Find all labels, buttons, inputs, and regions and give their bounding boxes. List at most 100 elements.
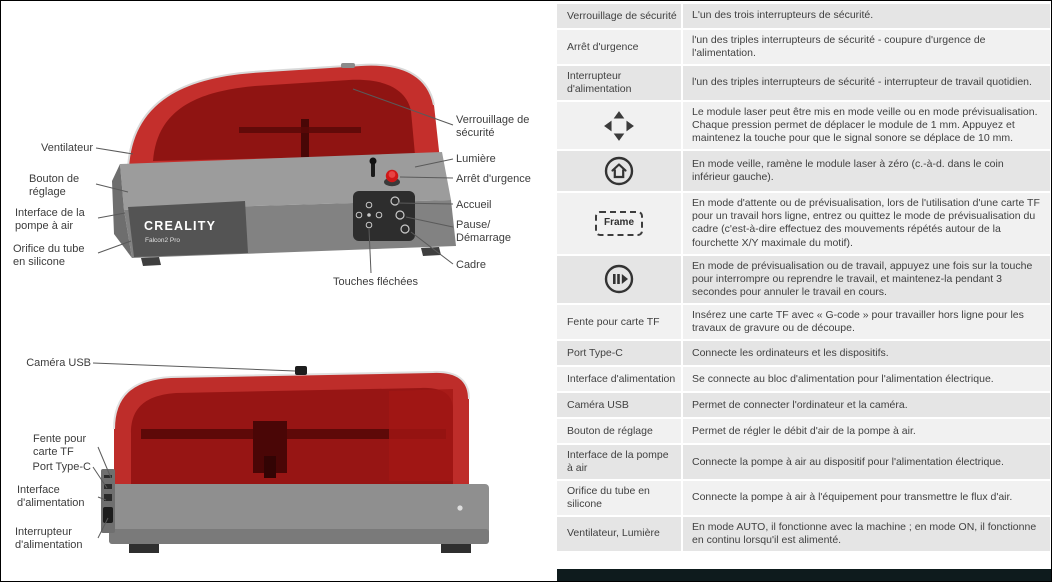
side-ports [101,469,115,533]
callout-label-fente-tf: Fente pour carte TF [33,433,87,459]
term-cell: Bouton de réglage [557,419,681,444]
desc-text: l'un des triples interrupteurs de sécuri… [692,76,1032,89]
table-row: Frame En mode d'attente ou de prévisuali… [557,193,1050,254]
table-row: Interface d'alimentation Se connecte au … [557,367,1050,392]
term-cell [557,151,681,192]
term-label: Interface de la pompe à air [567,449,669,475]
callout-label-pause-demarrage: Pause/ Démarrage [456,219,512,245]
spec-table: Verrouillage de sécurité L'un des trois … [557,4,1050,553]
callout-label-accueil: Accueil [456,199,492,211]
footer-bar [557,569,1051,581]
term-cell: Port Type-C [557,341,681,366]
term-cell: Frame [557,193,681,254]
term-label: Arrêt d'urgence [567,40,639,53]
desc-text: Connecte la pompe à air à l'équipement p… [692,491,1013,504]
table-row: Arrêt d'urgence l'un des triples interru… [557,30,1050,65]
desc-text: En mode d'attente ou de prévisualisation… [692,197,1040,249]
callout-label-touches-flechees: Touches fléchées [333,276,418,288]
term-label: Caméra USB [567,398,629,411]
term-cell: Interrupteur d'alimentation [557,66,681,100]
callout-lines [92,88,454,539]
desc-text: L'un des trois interrupteurs de sécurité… [692,9,874,22]
safety-lock-knob [369,157,377,177]
desc-cell: l'un des triples interrupteurs de sécuri… [683,66,1050,100]
callout-label-bouton-reglage: Bouton de réglage [29,173,80,199]
term-cell: Verrouillage de sécurité [557,4,681,28]
desc-cell: Connecte la pompe à air au dispositif po… [683,445,1050,479]
spec-panel: Verrouillage de sécurité L'un des trois … [557,1,1051,581]
arrow-keys-icon [604,110,634,141]
desc-text: l'un des triples interrupteurs de sécuri… [692,34,986,60]
term-cell: Fente pour carte TF [557,305,681,340]
term-cell [557,101,681,150]
desc-text: Se connecte au bloc d'alimentation pour … [692,372,994,385]
table-row: Le module laser peut être mis en mode ve… [557,101,1050,150]
table-row: En mode de prévisualisation ou de travai… [557,255,1050,304]
callout-label-ventilateur: Ventilateur [41,142,93,154]
table-row: Interface de la pompe à air Connecte la … [557,445,1050,479]
callout-label-port-typec: Port Type-C [32,461,92,473]
callout-label-interrupteur-alim: Interrupteur d'alimentation [15,526,83,552]
desc-cell: Connecte la pompe à air à l'équipement p… [683,480,1050,515]
machine-illustrations: CREALITY Falcon2 Pro [92,63,489,553]
callout-label-orifice-tube: Orifice du tube en silicone [13,243,85,269]
desc-cell: Permet de régler le débit d'air de la po… [683,419,1050,444]
table-row: Interrupteur d'alimentation l'un des tri… [557,66,1050,100]
term-label: Ventilateur, Lumière [567,527,660,540]
pause-play-icon [604,265,634,294]
desc-text: Permet de connecter l'ordinateur et la c… [692,398,908,411]
control-panel [353,191,415,241]
home-icon [604,157,634,186]
term-label: Bouton de réglage [567,424,653,437]
callout-label-interface-alim: Interface d'alimentation [17,484,85,510]
frame-icon-label: Frame [603,217,634,229]
table-row: Verrouillage de sécurité L'un des trois … [557,4,1050,28]
callout-label-interface-pompe: Interface de la pompe à air [15,207,85,233]
desc-cell: L'un des trois interrupteurs de sécurité… [683,4,1050,28]
desc-cell: En mode AUTO, il fonctionne avec la mach… [683,516,1050,551]
table-row: Bouton de réglage Permet de régler le dé… [557,419,1050,444]
machine-top-illustration: CREALITY Falcon2 Pro [112,63,456,266]
term-cell: Interface de la pompe à air [557,445,681,479]
machine-bottom-illustration [101,366,489,553]
term-cell: Orifice du tube en silicone [557,480,681,515]
desc-cell: Insérez une carte TF avec « G-code » pou… [683,305,1050,340]
desc-cell: En mode de prévisualisation ou de travai… [683,255,1050,304]
term-label: Orifice du tube en silicone [567,484,650,510]
table-row: Caméra USB Permet de connecter l'ordinat… [557,393,1050,418]
term-label: Interface d'alimentation [567,372,676,385]
brand-logo: CREALITY [144,219,216,233]
callout-label-verrouillage: Verrouillage de sécurité [456,114,530,140]
diagram-panel: CREALITY Falcon2 Pro [1,1,557,581]
model-label: Falcon2 Pro [145,237,180,244]
callout-label-lumiere: Lumière [456,153,496,165]
term-cell [557,255,681,304]
table-row: Fente pour carte TF Insérez une carte TF… [557,305,1050,340]
desc-cell: En mode d'attente ou de prévisualisation… [683,193,1050,254]
desc-text: Insérez une carte TF avec « G-code » pou… [692,309,1024,335]
desc-text: Connecte les ordinateurs et les disposit… [692,346,889,359]
term-cell: Caméra USB [557,393,681,418]
desc-text: Permet de régler le débit d'air de la po… [692,424,916,437]
emergency-stop-button [384,169,400,187]
desc-text: Le module laser peut être mis en mode ve… [692,105,1038,145]
table-row: Ventilateur, Lumière En mode AUTO, il fo… [557,516,1050,551]
usb-camera [295,366,307,375]
term-cell: Interface d'alimentation [557,367,681,392]
term-label: Interrupteur d'alimentation [567,70,632,96]
term-cell: Ventilateur, Lumière [557,516,681,551]
frame-icon: Frame [594,211,643,236]
desc-cell: Le module laser peut être mis en mode ve… [683,101,1050,150]
table-row: Port Type-C Connecte les ordinateurs et … [557,341,1050,366]
desc-text: En mode AUTO, il fonctionne avec la mach… [692,520,1037,546]
desc-cell: En mode veille, ramène le module laser à… [683,151,1050,192]
term-label: Verrouillage de sécurité [567,9,677,22]
desc-cell: Connecte les ordinateurs et les disposit… [683,341,1050,366]
table-row: Orifice du tube en silicone Connecte la … [557,480,1050,515]
callout-label-camera-usb: Caméra USB [26,357,91,369]
desc-cell: Permet de connecter l'ordinateur et la c… [683,393,1050,418]
desc-text: En mode veille, ramène le module laser à… [692,158,1004,184]
desc-cell: l'un des triples interrupteurs de sécuri… [683,30,1050,65]
callout-label-cadre: Cadre [456,259,486,271]
